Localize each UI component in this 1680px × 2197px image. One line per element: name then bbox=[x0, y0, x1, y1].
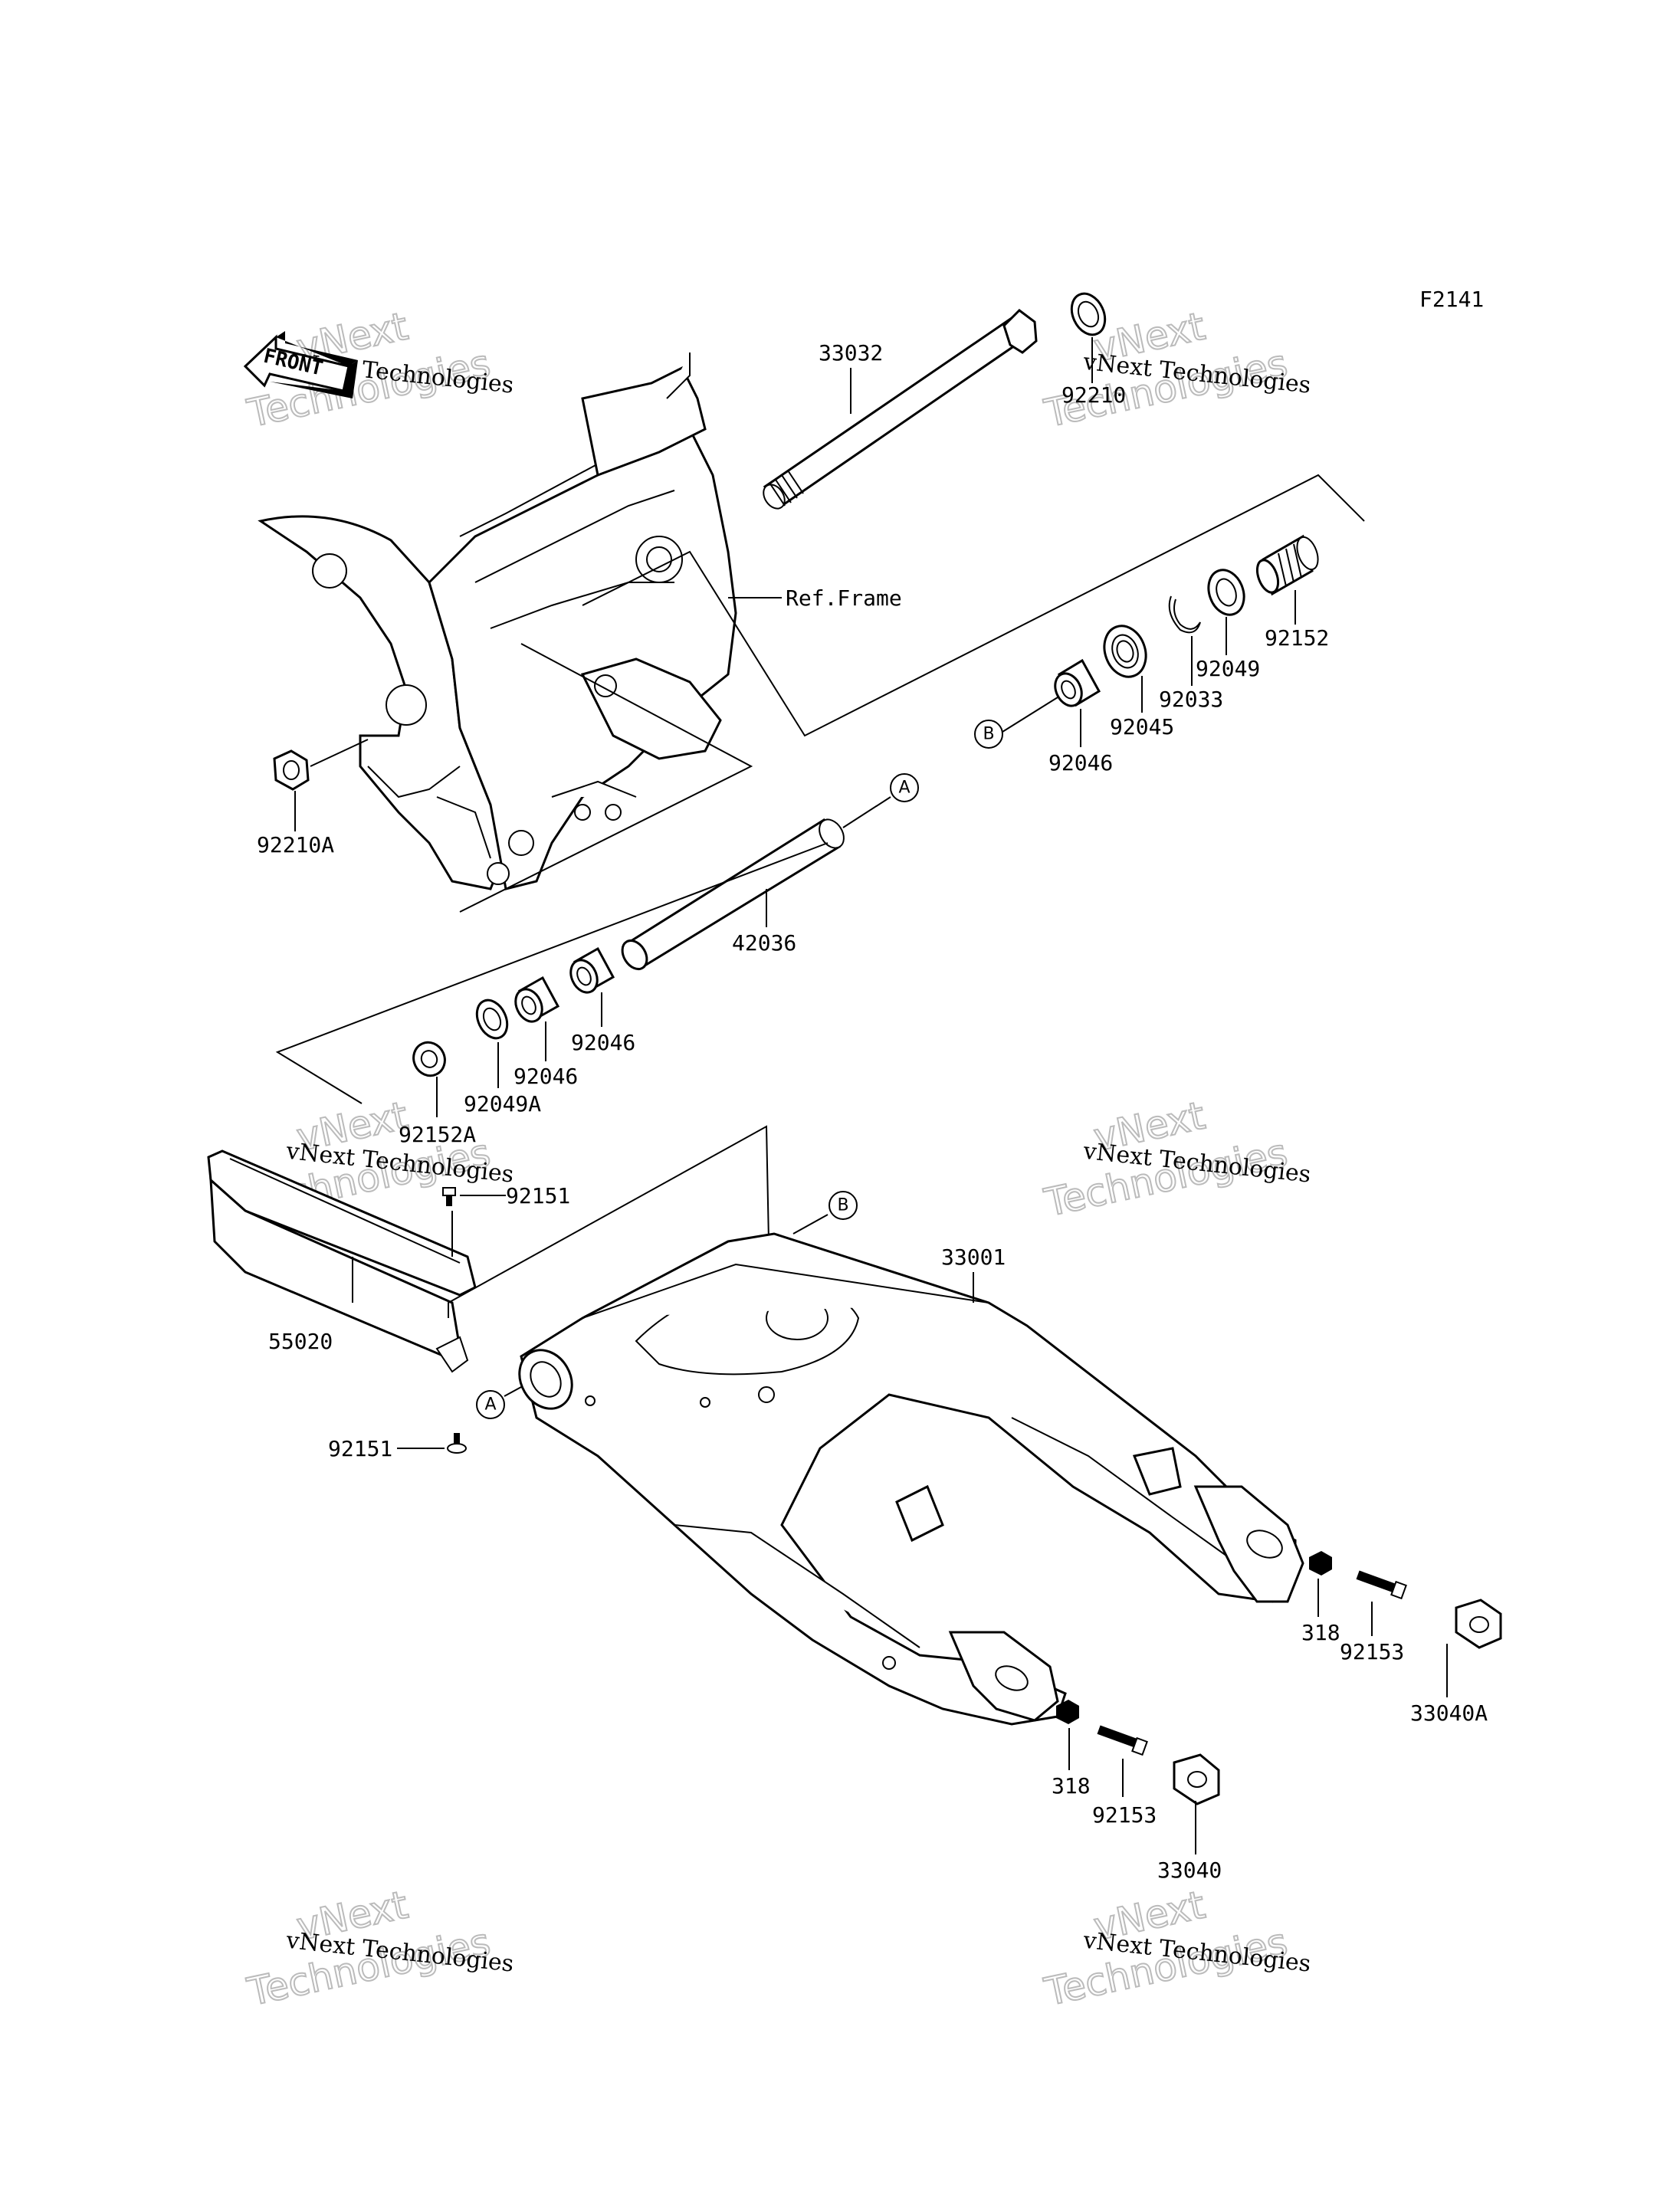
part-33001-swingarm bbox=[518, 1232, 1304, 1726]
part-92153-bolt-right bbox=[1356, 1570, 1407, 1600]
part-318-nut-right bbox=[1309, 1551, 1332, 1576]
part-92033-circlip bbox=[1168, 595, 1201, 634]
leader-a-bottom bbox=[504, 1386, 522, 1397]
label-92046-top: 92046 bbox=[1048, 750, 1113, 776]
part-55020-chain-guard bbox=[207, 1149, 477, 1373]
label-92045: 92045 bbox=[1110, 714, 1174, 739]
lower-box-lines bbox=[275, 842, 829, 1104]
part-92153-bolt-left bbox=[1097, 1725, 1148, 1756]
part-92152-collar bbox=[1255, 534, 1319, 596]
part-92046-needle-bearing-mid bbox=[569, 946, 615, 994]
label-92153-left: 92153 bbox=[1092, 1802, 1157, 1828]
label-92210: 92210 bbox=[1061, 382, 1126, 408]
label-92152: 92152 bbox=[1265, 625, 1329, 651]
part-92049A-seal bbox=[475, 998, 509, 1040]
leader-a-top bbox=[842, 796, 891, 828]
part-92151-screw-bottom bbox=[447, 1433, 467, 1454]
part-318-nut-left bbox=[1056, 1700, 1079, 1724]
part-92046-needle-bearing-low bbox=[514, 976, 560, 1023]
callout-b-bottom: B bbox=[829, 1191, 858, 1220]
leader-b-bottom bbox=[792, 1214, 829, 1235]
callout-a-top: A bbox=[890, 773, 919, 802]
label-92210A: 92210A bbox=[257, 832, 334, 857]
part-42036-sleeve bbox=[621, 818, 845, 971]
label-92033: 92033 bbox=[1159, 687, 1223, 712]
label-92049A: 92049A bbox=[464, 1091, 541, 1117]
label-92151-bottom: 92151 bbox=[328, 1436, 392, 1461]
part-92045-bearing bbox=[1103, 625, 1147, 678]
ref-frame-label: Ref.Frame bbox=[786, 585, 902, 611]
part-33040A-chain-adjuster bbox=[1455, 1599, 1502, 1649]
part-33040-chain-adjuster bbox=[1173, 1753, 1220, 1805]
part-92046-needle-bearing-top bbox=[1054, 658, 1101, 707]
frame-box-left bbox=[459, 643, 753, 913]
callout-a-bottom: A bbox=[476, 1390, 505, 1419]
svg-text:B: B bbox=[983, 725, 994, 744]
part-92049-seal bbox=[1207, 569, 1245, 616]
label-92153-right: 92153 bbox=[1340, 1639, 1404, 1664]
label-33040: 33040 bbox=[1157, 1858, 1222, 1883]
front-arrow-icon: FRONT bbox=[243, 331, 358, 398]
diagram-id: F2141 bbox=[1419, 287, 1484, 312]
svg-text:B: B bbox=[837, 1196, 848, 1215]
label-33040A: 33040A bbox=[1410, 1700, 1488, 1726]
label-318-left: 318 bbox=[1052, 1773, 1091, 1799]
label-92152A: 92152A bbox=[399, 1122, 476, 1147]
label-92151-top: 92151 bbox=[506, 1183, 570, 1208]
callout-b-top: B bbox=[974, 720, 1003, 749]
label-33032: 33032 bbox=[819, 340, 883, 366]
part-92210-nut bbox=[1070, 292, 1107, 336]
label-318-right: 318 bbox=[1301, 1620, 1340, 1645]
label-92049: 92049 bbox=[1196, 656, 1260, 681]
part-92151-screw-top bbox=[442, 1187, 456, 1206]
part-92152A-collar bbox=[412, 1041, 446, 1077]
svg-text:A: A bbox=[898, 779, 910, 798]
leader-92210A-h bbox=[310, 739, 369, 767]
part-33032-pivot-shaft bbox=[763, 309, 1038, 510]
leader-b-top bbox=[996, 697, 1058, 736]
label-42036: 42036 bbox=[732, 930, 796, 956]
label-55020: 55020 bbox=[268, 1329, 333, 1354]
part-92210A-nut bbox=[273, 749, 310, 791]
label-33001: 33001 bbox=[941, 1244, 1006, 1270]
frame-box-upper bbox=[582, 474, 1365, 737]
label-92046-mid: 92046 bbox=[571, 1030, 635, 1055]
svg-text:A: A bbox=[484, 1395, 496, 1415]
label-92046-low: 92046 bbox=[514, 1064, 578, 1089]
frame-drawing bbox=[258, 353, 737, 890]
